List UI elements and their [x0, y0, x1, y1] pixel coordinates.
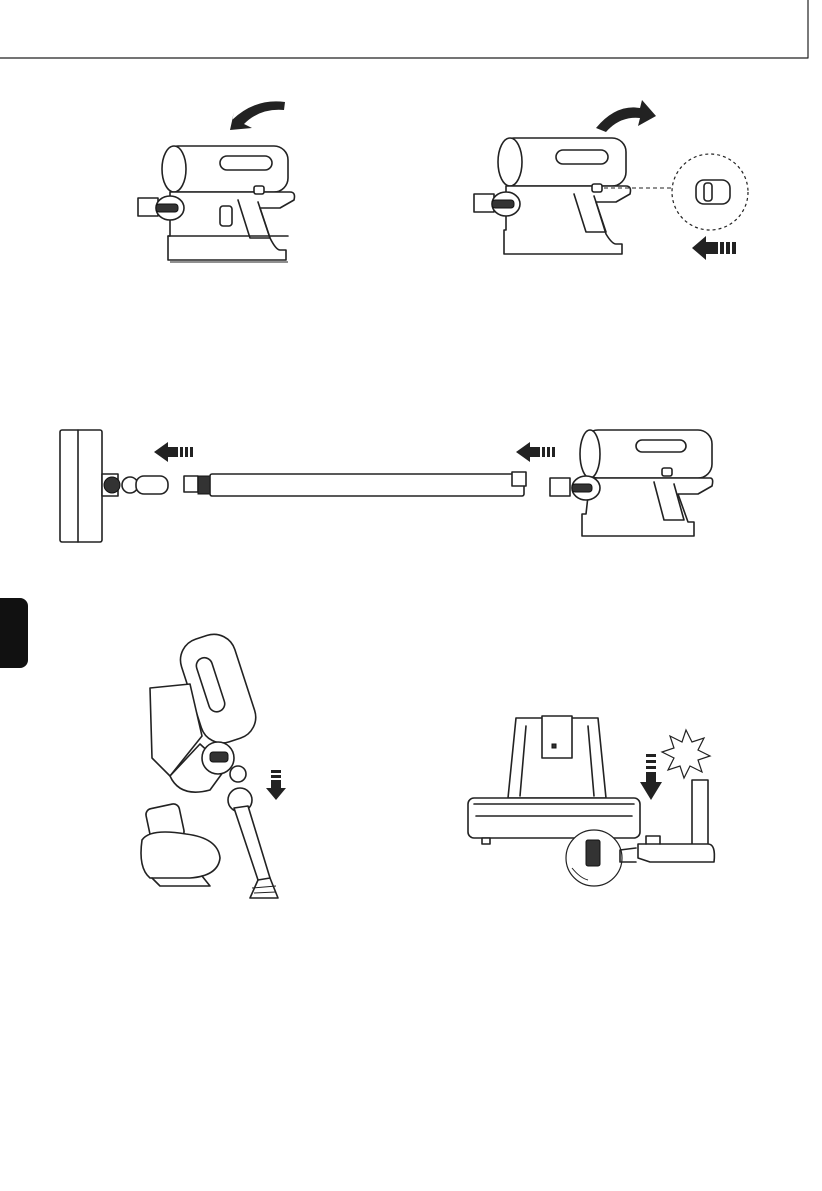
- figure-charging-dock: [460, 708, 730, 888]
- latch-button: [696, 180, 730, 204]
- rotate-arrow-icon: [230, 101, 285, 130]
- figure-attach-tool: [130, 628, 320, 903]
- section-tab: [0, 598, 28, 668]
- push-arrow-icon: [266, 770, 286, 800]
- push-arrow-icon: [640, 754, 662, 800]
- push-arrow-icon: [692, 236, 736, 260]
- figure-latch-close: [456, 88, 756, 268]
- figure-assemble-tube: [50, 418, 730, 548]
- rotate-arrow-icon: [596, 100, 656, 132]
- figure-open-dust-cup: [120, 88, 310, 268]
- click-star-icon: [662, 730, 710, 778]
- push-arrow-icon: [154, 442, 193, 462]
- push-arrow-icon: [516, 442, 555, 462]
